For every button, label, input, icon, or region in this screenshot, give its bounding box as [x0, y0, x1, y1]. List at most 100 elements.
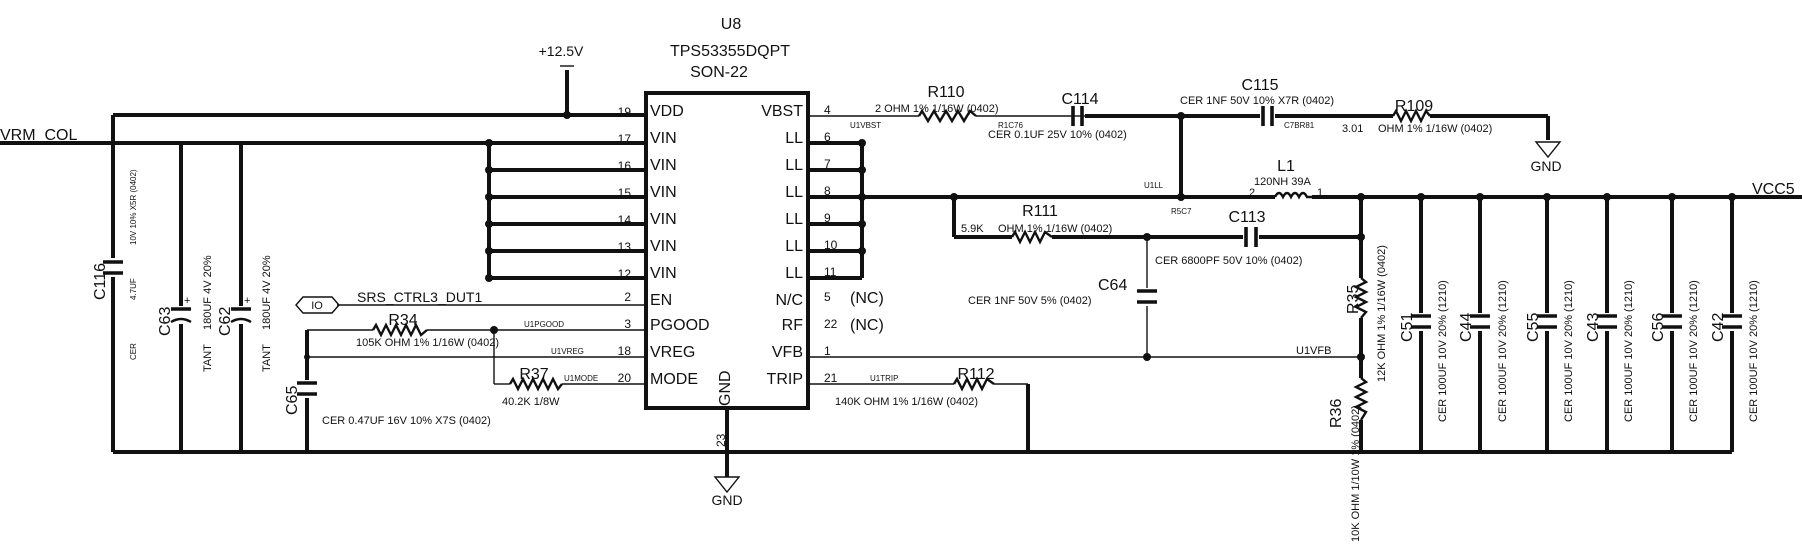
- pin-name-r9: VFB: [772, 344, 803, 361]
- resistor-r112: R112 140K OHM 1% 1/16W (0402): [835, 366, 995, 408]
- c64-value: CER 1NF 50V 5% (0402): [968, 295, 1092, 307]
- c64-ref: C64: [1098, 277, 1127, 294]
- pin-name-r1: LL: [785, 130, 803, 147]
- c56-ref: C56: [1650, 313, 1667, 342]
- r110-value: 2 OHM 1% 1/16W (0402): [875, 103, 999, 115]
- c65-value: CER 0.47UF 16V 10% X7S (0402): [322, 415, 491, 427]
- r111-value1: 5.9K: [961, 223, 984, 235]
- c56-value: CER 100UF 10V 20% (1210): [1688, 280, 1700, 422]
- pin-name-l9: VREG: [650, 344, 695, 361]
- io-port-label: IO: [311, 300, 323, 312]
- net-u1vbst: U1VBST: [850, 121, 881, 130]
- pin-name-l10: MODE: [650, 371, 698, 388]
- net-r5c7: R5C7: [1171, 207, 1192, 216]
- junction-dot: [485, 220, 493, 228]
- pin-name-r4: LL: [785, 211, 803, 228]
- pin-name-r3: LL: [785, 184, 803, 201]
- r37-value: 40.2K 1/8W: [502, 396, 560, 408]
- junction-dot: [1476, 193, 1484, 201]
- c44-ref: C44: [1458, 313, 1475, 342]
- pin-name-l5: VIN: [650, 238, 677, 255]
- capacitor-c63: + C63 180UF 4V 20% TANT: [157, 255, 214, 372]
- resistor-r35: R35 12K OHM 1% 1/16W (0402): [1345, 245, 1388, 382]
- junction-dot: [1177, 112, 1185, 120]
- net-r1c76: R1C76: [998, 121, 1023, 130]
- gnd-symbol-boot: GND: [1530, 141, 1562, 174]
- r112-ref: R112: [957, 366, 994, 383]
- gnd-symbol-ic: GND: [711, 452, 743, 508]
- c62-v2: TANT: [261, 344, 273, 372]
- c114-value: CER 0.1UF 25V 10% (0402): [988, 129, 1127, 141]
- capacitor-c42: C42 CER 100UF 10V 20% (1210): [1710, 280, 1760, 422]
- c42-ref: C42: [1710, 313, 1727, 342]
- net-labels: U1VBST R1C76 C7BR81 U1LL R5C7 U1PGOOD U1…: [524, 121, 1331, 383]
- capacitor-c113: C113 CER 6800PF 50V 10% (0402): [1155, 209, 1302, 267]
- c115-ref: C115: [1241, 77, 1278, 94]
- capacitor-c116: C116 4.7UF 10V 10% X5R (0402) CER: [92, 169, 138, 360]
- pin-num-r3: 8: [824, 184, 831, 198]
- c113-value: CER 6800PF 50V 10% (0402): [1155, 255, 1302, 267]
- junctions: [304, 111, 1736, 361]
- inductor-l1: L1 120NH 39A 2 1: [1249, 158, 1323, 200]
- c115-value: CER 1NF 50V 10% X7R (0402): [1180, 95, 1334, 107]
- junction-dot: [858, 193, 866, 201]
- pin-name-r2: LL: [785, 157, 803, 174]
- r112-value: 140K OHM 1% 1/16W (0402): [835, 396, 978, 408]
- r34-value: 105K OHM 1% 1/16W (0402): [356, 337, 499, 349]
- r109-value2: OHM 1% 1/16W (0402): [1378, 123, 1492, 135]
- wires: [0, 70, 1802, 454]
- junction-dot: [858, 220, 866, 228]
- ic-package: SON-22: [690, 64, 748, 81]
- c63-ref: C63: [157, 307, 174, 336]
- c116-v1: 4.7UF: [129, 278, 138, 300]
- pin-name-r7: N/C: [775, 292, 803, 309]
- net-u1trip: U1TRIP: [870, 374, 898, 383]
- l1-pin2: 2: [1249, 187, 1255, 199]
- junction-dot: [563, 111, 571, 119]
- pin-name-l2: VIN: [650, 157, 677, 174]
- c51-value: CER 100UF 10V 20% (1210): [1437, 280, 1449, 422]
- junction-dot: [485, 247, 493, 255]
- resistor-zigzag: [952, 376, 995, 392]
- pin-num-r0: 4: [824, 103, 831, 117]
- io-net-label: SRS_CTRL3_DUT1: [357, 289, 482, 305]
- gnd-label-boot: GND: [1530, 158, 1561, 174]
- c51-ref: C51: [1399, 313, 1416, 342]
- power-12v: +12.5V: [539, 43, 584, 67]
- junction-dot: [1543, 193, 1551, 201]
- pin-name-l8: PGOOD: [650, 317, 710, 334]
- pin-num-r5: 10: [824, 238, 838, 252]
- net-c7br81: C7BR81: [1284, 121, 1315, 130]
- c63-v1: 180UF 4V 20%: [202, 255, 214, 330]
- pin-name-l1: VIN: [650, 130, 677, 147]
- net-u1pgood: U1PGOOD: [524, 320, 564, 329]
- pin-num-r2: 7: [824, 157, 831, 171]
- c43-value: CER 100UF 10V 20% (1210): [1623, 280, 1635, 422]
- capacitor-c44: C44 CER 100UF 10V 20% (1210): [1458, 280, 1509, 422]
- capacitor-c115: C115 CER 1NF 50V 10% X7R (0402): [1180, 77, 1334, 126]
- resistor-r36: R36 10K OHM 1/10W 1% (0402): [1328, 377, 1369, 542]
- r36-ref: R36: [1328, 399, 1345, 428]
- cap-plate-curved: [170, 317, 192, 324]
- c55-ref: C55: [1525, 313, 1542, 342]
- pin-num-l10: 20: [618, 371, 632, 385]
- c43-ref: C43: [1585, 313, 1602, 342]
- pin-num-r7: 5: [824, 290, 831, 304]
- pin-num-r9: 1: [824, 344, 831, 358]
- pin-num-l9: 18: [618, 344, 632, 358]
- resistor-r109: R109 3.01 OHM 1% 1/16W (0402): [1342, 98, 1492, 135]
- c63-v2: TANT: [202, 344, 214, 372]
- pin-name-r6: LL: [785, 265, 803, 282]
- c44-value: CER 100UF 10V 20% (1210): [1497, 280, 1509, 422]
- c63-polarity: +: [184, 295, 190, 307]
- l1-pin1: 1: [1317, 187, 1323, 199]
- pin-name-l6: VIN: [650, 265, 677, 282]
- l1-ref: L1: [1277, 158, 1295, 175]
- r34-ref: R34: [388, 312, 417, 329]
- pin-num-r6: 11: [824, 265, 837, 279]
- pin-name-l4: VIN: [650, 211, 677, 228]
- resistor-r110: R110 2 OHM 1% 1/16W (0402): [875, 84, 999, 124]
- r111-value2: OHM 1% 1/16W (0402): [998, 223, 1112, 235]
- ic-ref: U8: [721, 16, 742, 33]
- pin-name-r5: LL: [785, 238, 803, 255]
